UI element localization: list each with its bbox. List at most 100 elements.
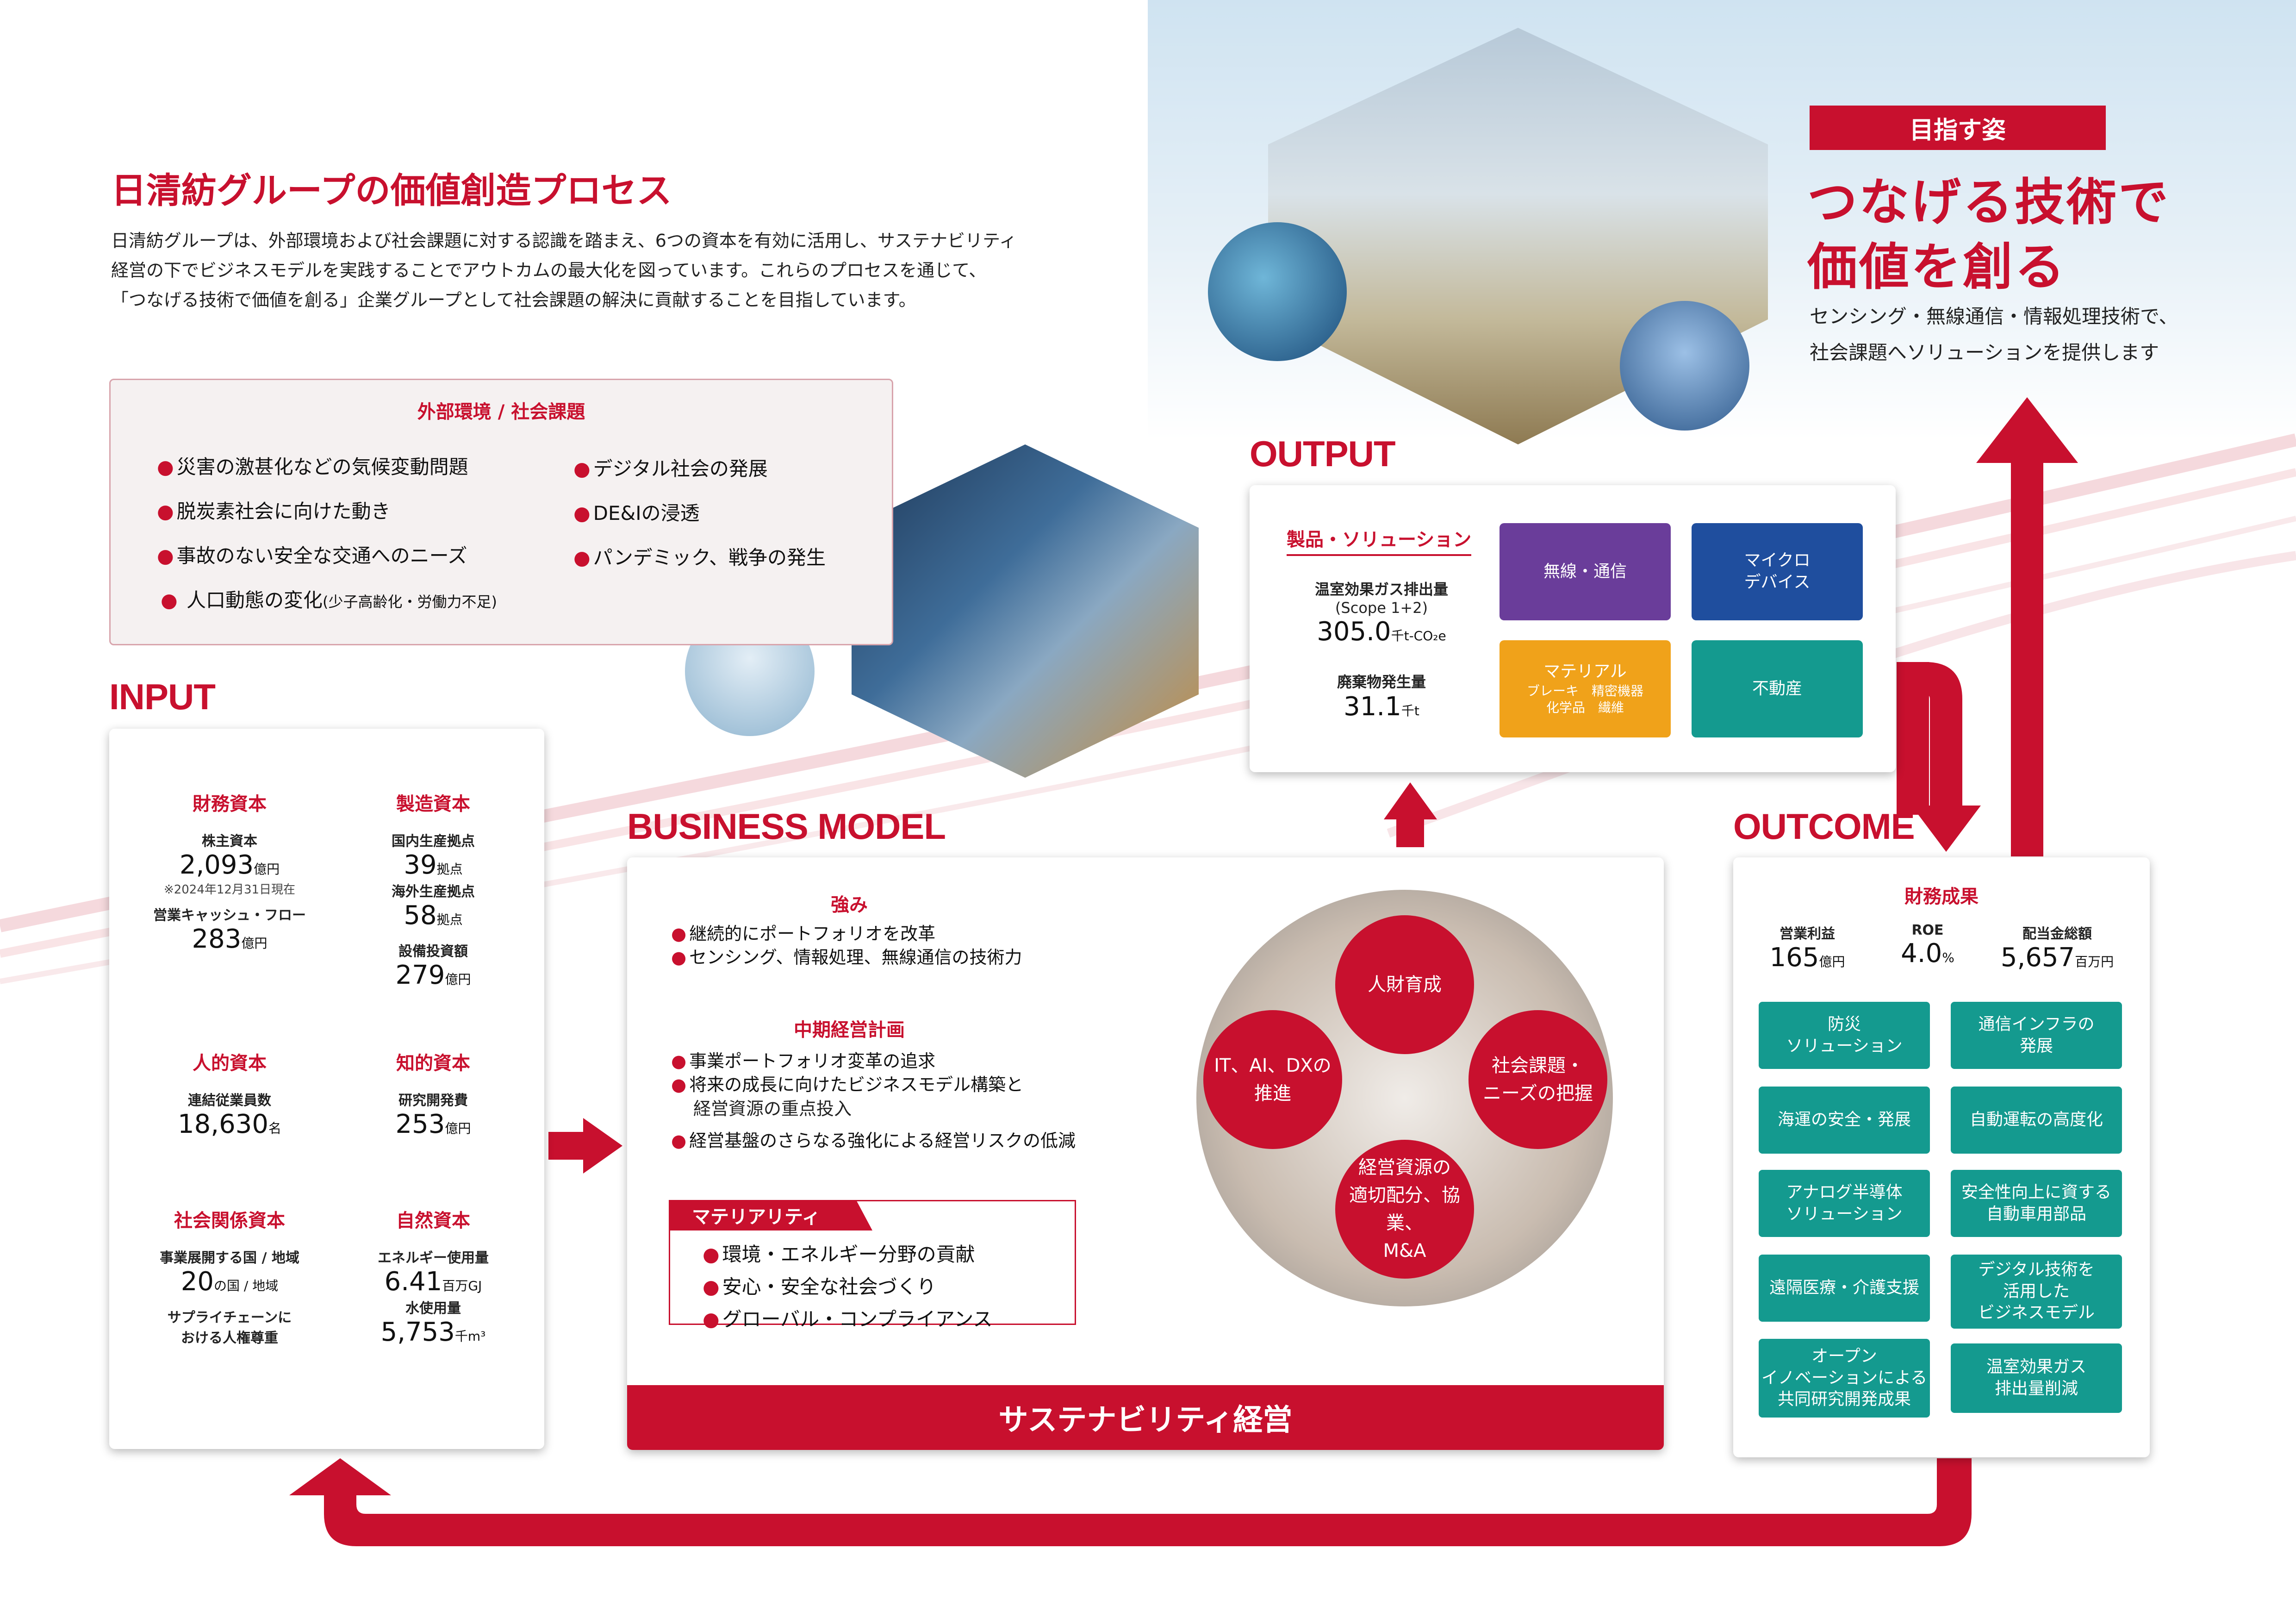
manufacturing-label-3: 設備投資額	[398, 943, 468, 960]
metric-value: 5,657	[2000, 943, 2075, 973]
waste-block: 廃棄物発生量 31.1千t	[1277, 670, 1486, 722]
tile-micro-devices: マイクロ デバイス	[1692, 523, 1863, 620]
materiality-item: 環境・エネルギー分野の貢献	[703, 1238, 992, 1271]
external-left-list: 災害の激甚化などの気候変動問題 脱炭素社会に向けた動き 事故のない安全な交通への…	[157, 445, 497, 624]
sustainability-label: サステナビリティ経営	[998, 1403, 1293, 1437]
outcome-tile-analog-semi: アナログ半導体 ソリューション	[1759, 1170, 1930, 1237]
circle-social-needs: 社会課題・ ニーズの把握	[1468, 1010, 1607, 1149]
plan-title: 中期経営計画	[794, 1019, 905, 1041]
social-label-2a: サプライチェーンに	[167, 1310, 292, 1326]
ghg-scope: (Scope 1+2)	[1335, 599, 1428, 617]
outcome-tile-auto-parts: 安全性向上に資する 自動車用部品	[1951, 1170, 2122, 1237]
tile-real-estate: 不動産	[1692, 640, 1863, 737]
domestic-sites-value: 39	[404, 850, 437, 880]
social-value-1: 20の国 / 地域	[128, 1267, 331, 1297]
materiality-title: マテリアリティ	[692, 1206, 821, 1228]
human-label-1: 連結従業員数	[188, 1093, 271, 1109]
plan-item-continuation: 経営資源の重点投入	[693, 1098, 852, 1119]
human-title: 人的資本	[193, 1053, 267, 1074]
financial-label-1: 株主資本	[202, 833, 257, 849]
manufacturing-value-2: 58拠点	[341, 900, 526, 931]
natural-label-2: 水使用量	[405, 1300, 461, 1317]
water-value: 5,753	[380, 1317, 455, 1347]
capex-unit: 億円	[445, 972, 471, 987]
energy-value: 6.41	[384, 1267, 442, 1297]
materiality-tab: マテリアリティ	[669, 1200, 872, 1230]
countries-unit: の国 / 地域	[214, 1278, 279, 1293]
financial-note: ※2024年12月31日現在	[163, 883, 296, 897]
external-right-list: デジタル社会の発展 DE&Iの浸透 パンデミック、戦争の発生	[573, 447, 826, 580]
intellectual-title: 知的資本	[396, 1053, 470, 1074]
materials-sub-1: ブレーキ 精密機器	[1526, 683, 1643, 699]
social-label-1: 事業展開する国 / 地域	[160, 1250, 299, 1266]
manufacturing-title: 製造資本	[396, 793, 470, 815]
external-item: パンデミック、戦争の発生	[573, 536, 826, 580]
input-heading: INPUT	[109, 676, 216, 717]
intro-line-1: 日清紡グループは、外部環境および社会課題に対する認識を踏まえ、6つの資本を有効に…	[111, 231, 1017, 251]
demographic-note: (少子高齢化・労働力不足)	[323, 593, 498, 611]
plan-item: 将来の成長に向けたビジネスモデル構築と	[671, 1073, 1076, 1097]
social-title: 社会関係資本	[174, 1210, 285, 1231]
outcome-tile-digital-model: デジタル技術を 活用した ビジネスモデル	[1951, 1255, 2122, 1329]
external-item: デジタル社会の発展	[573, 447, 826, 491]
outcome-heading: OUTCOME	[1733, 806, 1915, 847]
metric-value-row: 5,657百万円	[1983, 943, 2131, 973]
input-panel: 財務資本 株主資本 2,093億円 ※2024年12月31日現在 営業キャッシュ…	[109, 729, 544, 1449]
materials-sub-2: 化学品 繊維	[1546, 700, 1624, 716]
drone-car-photo	[1208, 222, 1347, 361]
metric-unit: %	[1942, 950, 1954, 965]
water-unit: 千m³	[454, 1329, 486, 1344]
products-title-text: 製品・ソリューション	[1287, 525, 1472, 556]
strength-title: 強み	[831, 894, 868, 916]
financial-outcome-title: 財務成果	[1904, 886, 1979, 907]
intellectual-capital: 知的資本 研究開発費 253億円	[341, 1048, 526, 1139]
employees-unit: 名	[268, 1121, 281, 1136]
plan-item: 事業ポートフォリオ変革の追求	[671, 1049, 1076, 1073]
ghg-value-row: 305.0千t-CO₂e	[1277, 617, 1486, 647]
vision-badge-text: 目指す姿	[1909, 116, 2006, 144]
metric-unit: 百万円	[2075, 954, 2114, 969]
financial-capital: 財務資本 株主資本 2,093億円 ※2024年12月31日現在 営業キャッシュ…	[137, 789, 322, 954]
metric-unit: 億円	[1819, 954, 1845, 969]
strength-item: センシング、情報処理、無線通信の技術力	[671, 946, 1022, 969]
outcome-tile-telemedicine: 遠隔医療・介護支援	[1759, 1255, 1930, 1322]
outcome-tile-disaster: 防災 ソリューション	[1759, 1002, 1930, 1069]
ghg-unit: 千t-CO₂e	[1391, 628, 1446, 643]
output-heading: OUTPUT	[1250, 433, 1396, 474]
external-environment-box: 外部環境 / 社会課題 災害の激甚化などの気候変動問題 脱炭素社会に向けた動き …	[109, 379, 893, 645]
circle-it-ai-dx: IT、AI、DXの 推進	[1203, 1010, 1342, 1149]
financial-title: 財務資本	[193, 793, 267, 815]
equity-unit: 億円	[254, 862, 280, 877]
human-value-1: 18,630名	[137, 1109, 322, 1139]
external-item: 人口動態の変化(少子高齢化・労働力不足)	[161, 578, 497, 624]
metric-dividends: 配当金総額 5,657百万円	[1983, 922, 2131, 973]
vision-sub-2: 社会課題へソリューションを提供します	[1810, 341, 2159, 364]
plan-list: 事業ポートフォリオ変革の追求 将来の成長に向けたビジネスモデル構築と 経営資源の…	[671, 1049, 1076, 1153]
metric-label: ROE	[1911, 922, 1944, 938]
natural-label-1: エネルギー使用量	[378, 1250, 489, 1266]
circle-resource-allocation: 経営資源の 適切配分、協業、 M&A	[1335, 1140, 1474, 1279]
outcome-tile-shipping: 海運の安全・発展	[1759, 1087, 1930, 1154]
plan-item: 経営基盤のさらなる強化による経営リスクの低減	[671, 1129, 1076, 1153]
rnd-value: 253	[395, 1109, 445, 1139]
metric-roe: ROE 4.0%	[1881, 922, 1974, 968]
intellectual-value-1: 253億円	[341, 1109, 526, 1139]
metric-value: 165	[1769, 943, 1819, 973]
outcome-tile-telecom: 通信インフラの 発展	[1951, 1002, 2122, 1069]
financial-value-1: 2,093億円	[137, 850, 322, 880]
outcome-tile-open-innovation: オープン イノベーションによる 共同研究開発成果	[1759, 1339, 1930, 1418]
equity-value: 2,093	[179, 850, 254, 880]
ghg-label: 温室効果ガス排出量	[1314, 581, 1448, 598]
external-item: 災害の激甚化などの気候変動問題	[157, 445, 497, 489]
page-title: 日清紡グループの価値創造プロセス	[111, 170, 672, 211]
manufacturing-label-2: 海外生産拠点	[392, 884, 475, 900]
strength-list: 継続的にポートフォリオを改革 センシング、情報処理、無線通信の技術力	[671, 922, 1022, 970]
vision-headline-1: つなげる技術で	[1807, 174, 2171, 231]
metric-value-row: 4.0%	[1881, 938, 1974, 968]
vision-badge: 目指す姿	[1810, 106, 2106, 150]
products-title: 製品・ソリューション	[1287, 525, 1481, 556]
social-capital: 社会関係資本 事業展開する国 / 地域 20の国 / 地域 サプライチェーンに …	[128, 1206, 331, 1347]
manufacturing-value-1: 39拠点	[341, 850, 526, 880]
waste-value: 31.1	[1344, 692, 1401, 722]
